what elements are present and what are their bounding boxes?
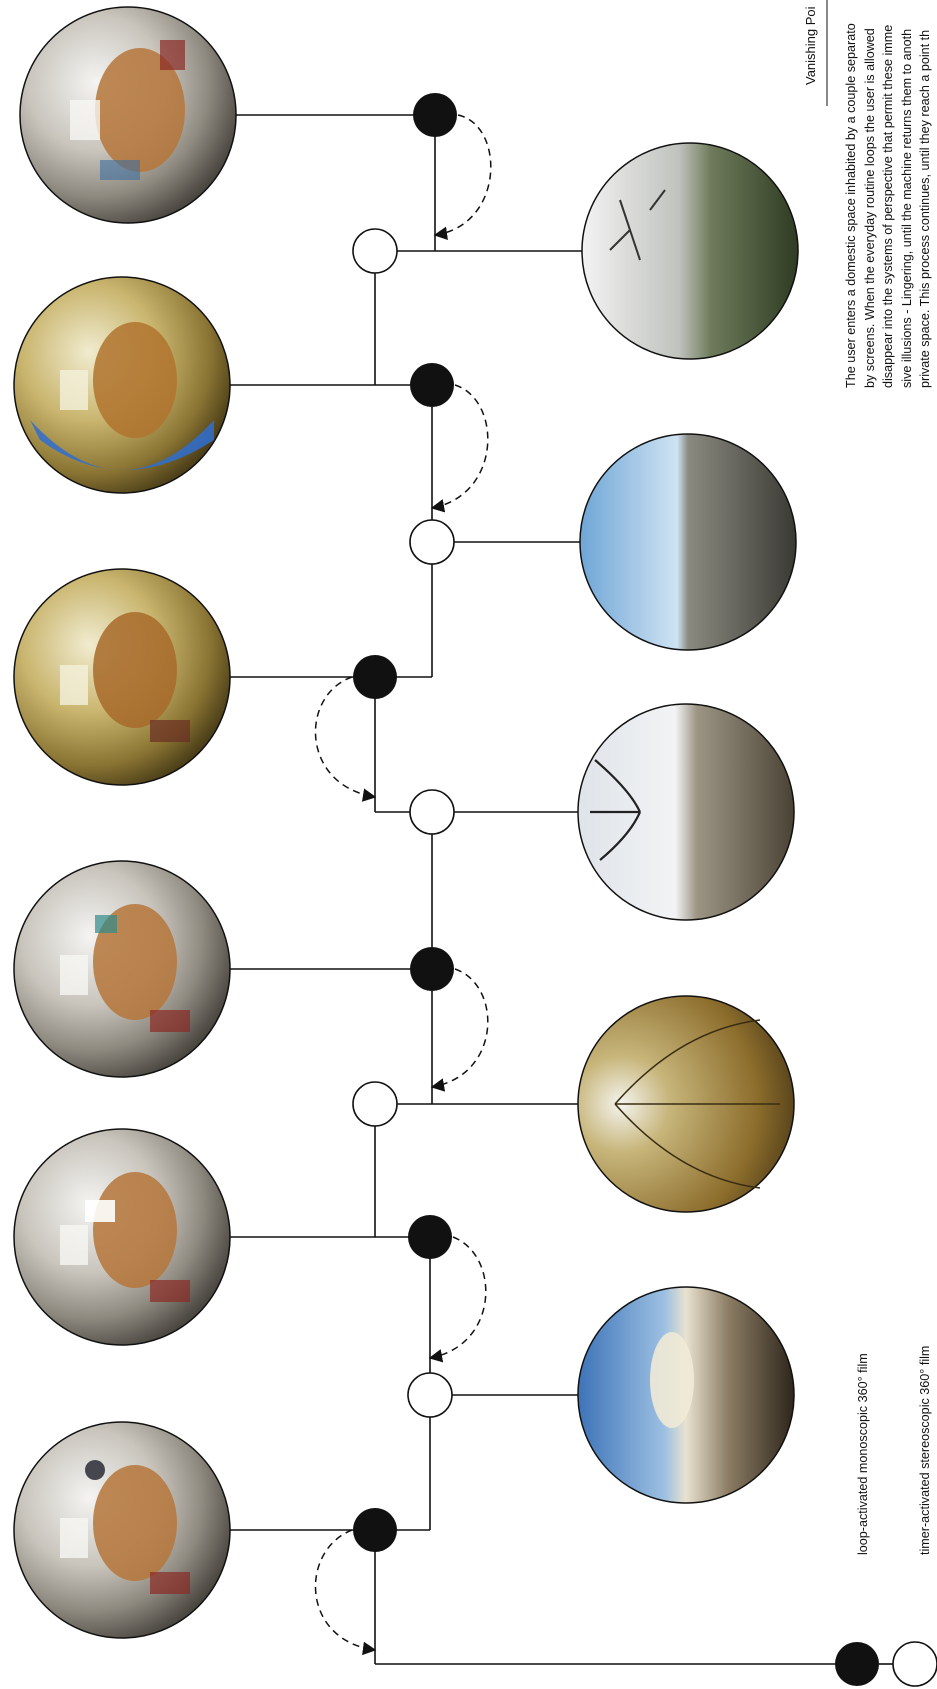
interior-scene-3 — [13, 568, 231, 786]
loop-node — [353, 655, 397, 699]
timer-node — [352, 1081, 398, 1127]
description-line: The user enters a domestic space inhabit… — [844, 23, 858, 388]
loop-node — [413, 93, 457, 137]
interior-scene-4 — [13, 860, 231, 1078]
legend-timer-node — [892, 1641, 937, 1687]
interior-scene-1 — [19, 6, 237, 224]
loop-arrow — [314, 676, 377, 802]
loop-arrow — [430, 384, 489, 513]
exterior-scene-2 — [579, 433, 797, 651]
description-line: sive illusions - Lingering, until the ma… — [899, 28, 914, 388]
exterior-scene-3 — [577, 703, 795, 921]
timer-node — [407, 1372, 453, 1418]
interior-scene-2 — [13, 276, 231, 494]
exterior-scene-5 — [577, 1286, 795, 1504]
description-line: private space. This process continues, u… — [918, 29, 932, 388]
loop-arrow — [314, 1529, 377, 1656]
loop-node — [410, 947, 454, 991]
interior-spheres — [13, 6, 237, 1639]
loop-nodes — [353, 93, 457, 1552]
timer-node — [409, 789, 455, 835]
timer-node — [352, 228, 398, 274]
legend-loop-label: loop-activated monoscopic 360° film — [856, 1353, 870, 1555]
legend-loop-node — [835, 1642, 879, 1686]
loop-node — [410, 363, 454, 407]
loop-arrows — [314, 114, 492, 1656]
description-block: The user enters a domestic space inhabit… — [842, 23, 935, 388]
interior-scene-5 — [13, 1128, 231, 1346]
page-title: Vanishing Poi — [803, 6, 818, 85]
description-line: by screens. When the everyday routine lo… — [862, 28, 877, 388]
interior-scene-6 — [13, 1421, 231, 1639]
exterior-spheres — [577, 142, 799, 1504]
loop-node — [408, 1215, 452, 1259]
timer-node — [409, 519, 455, 565]
legend-timer-label: timer-activated stereoscopic 360° film — [918, 1345, 932, 1555]
timer-nodes — [352, 228, 455, 1418]
exterior-scene-4 — [577, 995, 795, 1213]
loop-arrow — [428, 1236, 487, 1363]
description-line: disappear into the systems of perspectiv… — [881, 24, 895, 388]
loop-arrow — [433, 114, 492, 240]
loop-node — [353, 1508, 397, 1552]
loop-arrow — [430, 968, 489, 1092]
exterior-scene-1 — [581, 142, 799, 360]
connector-lines — [229, 114, 857, 1665]
